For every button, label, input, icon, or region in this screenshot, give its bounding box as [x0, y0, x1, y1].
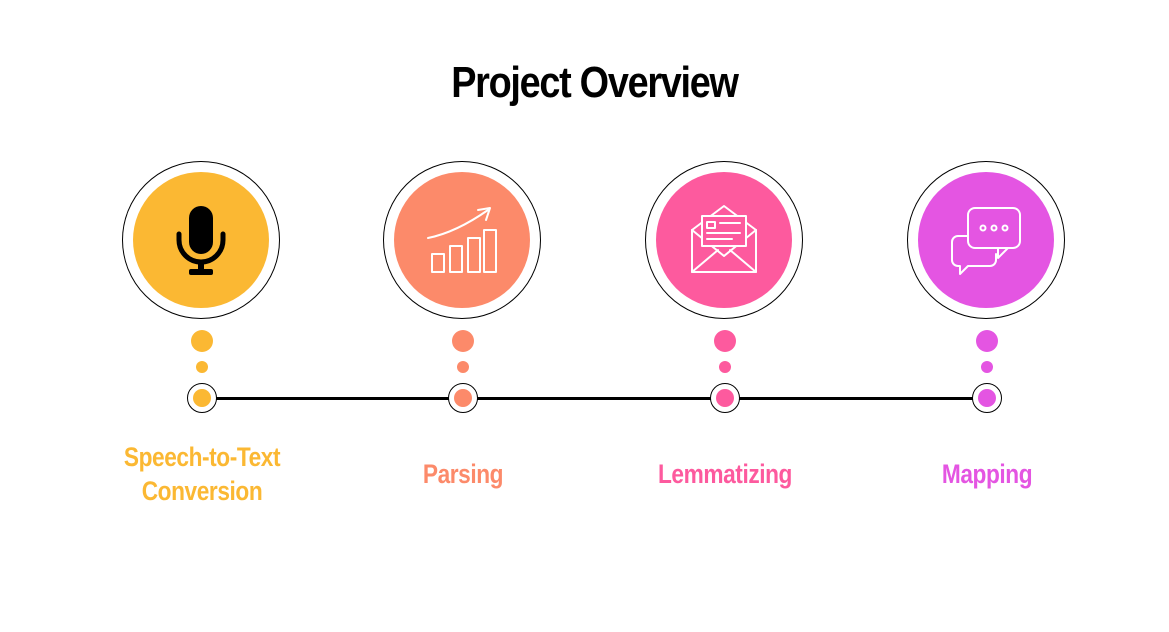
connector-dot — [191, 330, 213, 352]
step-label: Speech-to-Text Conversion — [123, 442, 281, 506]
step-speech-to-text: Speech-to-Text Conversion — [122, 0, 281, 632]
step-label: Mapping — [941, 459, 1033, 489]
connector-dot — [457, 361, 469, 373]
step-parsing: Parsing — [383, 0, 541, 632]
connector-dot — [452, 330, 474, 352]
page-title: Project Overview — [451, 58, 739, 107]
step-icon-disc — [656, 172, 792, 308]
timeline-node — [710, 383, 740, 413]
connector-dot — [976, 330, 998, 352]
step-icon-disc — [918, 172, 1054, 308]
timeline-line — [202, 397, 987, 400]
open-envelope-icon — [691, 205, 757, 273]
step-lemmatizing: Lemmatizing — [645, 0, 803, 632]
step-label: Lemmatizing — [657, 459, 793, 489]
connector-dot — [981, 361, 993, 373]
timeline-node — [972, 383, 1002, 413]
timeline-node — [448, 383, 478, 413]
microphone-icon — [176, 206, 226, 275]
connector-dot — [714, 330, 736, 352]
chat-bubbles-icon — [951, 207, 1021, 275]
step-mapping: Mapping — [907, 0, 1065, 632]
connector-dot — [719, 361, 731, 373]
step-icon-ring — [907, 161, 1065, 319]
step-icon-ring — [645, 161, 803, 319]
step-label: Parsing — [422, 459, 504, 489]
step-icon-ring — [122, 161, 280, 319]
step-icon-disc — [133, 172, 269, 308]
connector-dot — [196, 361, 208, 373]
step-icon-ring — [383, 161, 541, 319]
timeline-node — [187, 383, 217, 413]
step-icon-disc — [394, 172, 530, 308]
growth-chart-icon — [427, 207, 497, 273]
